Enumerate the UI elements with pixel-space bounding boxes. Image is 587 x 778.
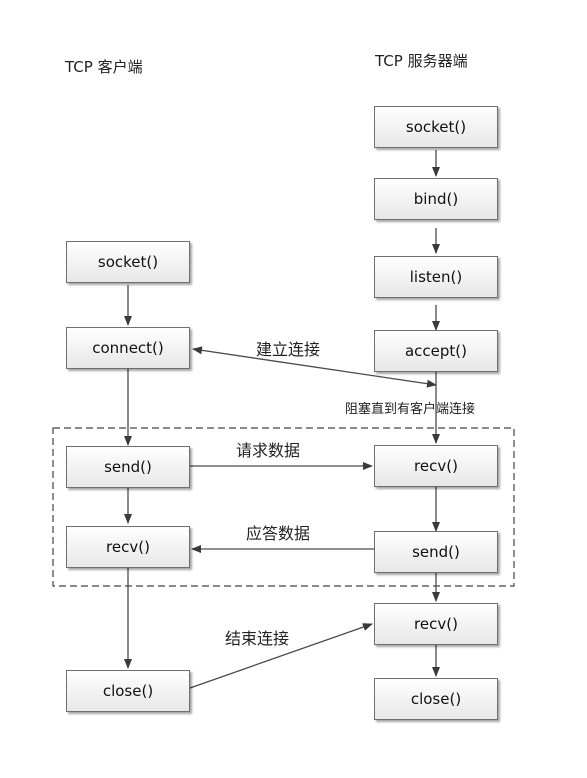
server-listen-box: listen()	[374, 256, 498, 298]
connect-label: 建立连接	[256, 340, 321, 359]
client-recv-box: recv()	[66, 526, 190, 568]
connect-handshake-arrow	[192, 346, 437, 388]
server-recv2-box: recv()	[374, 603, 498, 645]
close-connection-arrow	[189, 623, 373, 689]
server-title: TCP 服务器端	[375, 52, 468, 70]
request-data-label: 请求数据	[236, 441, 301, 460]
server-recv-box: recv()	[374, 445, 498, 487]
response-data-label: 应答数据	[246, 524, 311, 543]
client-send-box: send()	[66, 446, 190, 488]
server-bind-box: bind()	[374, 178, 498, 220]
close-connection-label: 结束连接	[225, 629, 290, 648]
block-until-connect-label: 阻塞直到有客户端连接	[345, 402, 476, 417]
client-socket-box: socket()	[66, 241, 190, 283]
server-send-box: send()	[374, 531, 498, 573]
server-socket-box: socket()	[374, 106, 498, 148]
client-close-box: close()	[66, 670, 190, 712]
client-connect-box: connect()	[66, 327, 190, 369]
server-accept-box: accept()	[374, 330, 498, 372]
server-close-box: close()	[374, 678, 498, 720]
client-title: TCP 客户端	[65, 58, 143, 76]
data-exchange-region	[52, 427, 515, 587]
